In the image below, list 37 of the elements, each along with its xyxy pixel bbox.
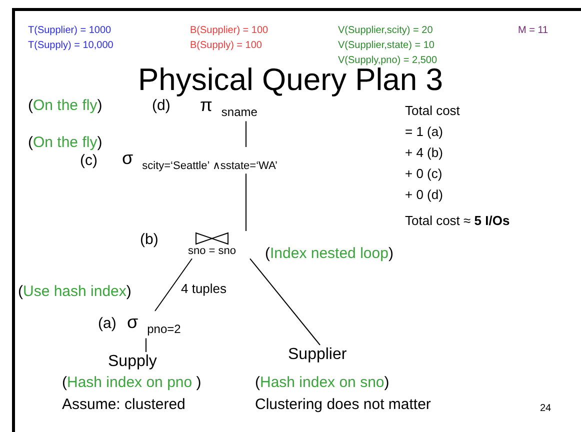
tree-edge xyxy=(250,258,320,346)
annotation-text: (Index nested loop) xyxy=(265,245,394,262)
cost-text: + 0 (d) xyxy=(405,188,443,203)
join-condition: sno = sno xyxy=(188,245,236,258)
statistic-text: B(Supply) = 100 xyxy=(190,40,262,52)
step-label: (b) xyxy=(140,231,158,248)
tree-edge xyxy=(154,258,192,312)
statistic-text: V(Supplier,scity) = 20 xyxy=(338,25,433,36)
selection-operator: σ $_{pno=2}$ xyxy=(127,312,181,338)
cost-text: = 1 (a) xyxy=(405,125,443,140)
edge-label: 4 tuples xyxy=(180,282,228,297)
annotation-text: (Hash index on pno ) xyxy=(62,374,202,392)
cost-text: Total cost xyxy=(405,104,460,119)
annotation-text: (On the fly) xyxy=(28,134,102,152)
projection-operator: π $_{sname}$ xyxy=(200,95,258,120)
step-label: (d) xyxy=(152,97,170,114)
relation-name: Supply xyxy=(108,353,157,372)
slide-title: Physical Query Plan 3 xyxy=(137,64,444,95)
step-label: Clustering does not matter xyxy=(255,396,431,414)
page-number: 24 xyxy=(540,403,552,414)
annotation-text: (Hash index on sno) xyxy=(255,374,390,392)
relation-name: Supplier xyxy=(288,346,347,364)
step-label: (a) xyxy=(98,315,116,332)
statistic-text: T(Supplier) = 1000 xyxy=(28,25,112,36)
step-label: Assume: clustered xyxy=(62,396,186,414)
statistic-text: V(Supplier,state) = 10 xyxy=(338,40,434,52)
annotation-text: (On the fly) xyxy=(28,97,102,114)
cost-text: Total cost ≈ 5 I/Os xyxy=(405,214,510,229)
annotation-text: (Use hash index) xyxy=(18,283,132,300)
statistic-text: B(Supplier) = 100 xyxy=(190,25,268,36)
statistic-text: T(Supply) = 10,000 xyxy=(28,40,114,52)
selection-operator: σ $_{scity=‘Seattle’ ∧sstate=‘WA’}$ xyxy=(122,148,278,173)
cost-text: + 4 (b) xyxy=(405,146,443,161)
cost-text: + 0 (c) xyxy=(405,167,442,182)
statistic-text: V(Supply,pno) = 2,500 xyxy=(338,55,438,66)
step-label: (c) xyxy=(80,152,98,170)
statistic-text: M = 11 xyxy=(518,25,548,36)
